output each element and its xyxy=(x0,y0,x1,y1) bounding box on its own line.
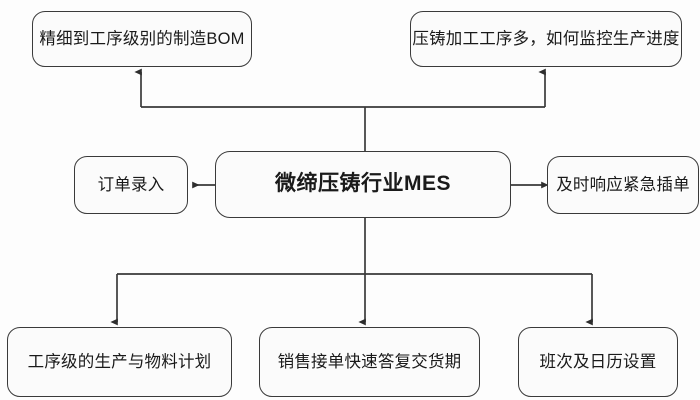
node-label-process-level-plan: 工序级的生产与物料计划 xyxy=(27,352,212,371)
node-label-order-entry: 订单录入 xyxy=(97,175,165,194)
node-process-level-plan[interactable]: 工序级的生产与物料计划 xyxy=(7,327,232,397)
node-label-center-mes: 微缔压铸行业MES xyxy=(274,172,451,196)
node-label-manufacturing-bom: 精细到工序级别的制造BOM xyxy=(39,29,245,48)
node-label-delivery-date-reply: 销售接单快速答复交货期 xyxy=(277,352,462,371)
node-label-production-monitoring: 压铸加工工序多，如何监控生产进度 xyxy=(412,29,680,48)
node-delivery-date-reply[interactable]: 销售接单快速答复交货期 xyxy=(259,327,480,397)
node-label-shift-calendar-setup: 班次及日历设置 xyxy=(539,352,657,371)
node-manufacturing-bom[interactable]: 精细到工序级别的制造BOM xyxy=(32,11,252,67)
node-shift-calendar-setup[interactable]: 班次及日历设置 xyxy=(518,327,678,397)
node-urgent-order-response[interactable]: 及时响应紧急插单 xyxy=(547,156,699,214)
node-label-urgent-order-response: 及时响应紧急插单 xyxy=(556,175,690,194)
node-order-entry[interactable]: 订单录入 xyxy=(74,156,188,214)
node-production-monitoring[interactable]: 压铸加工工序多，如何监控生产进度 xyxy=(410,11,682,67)
node-center-mes[interactable]: 微缔压铸行业MES xyxy=(215,151,511,218)
